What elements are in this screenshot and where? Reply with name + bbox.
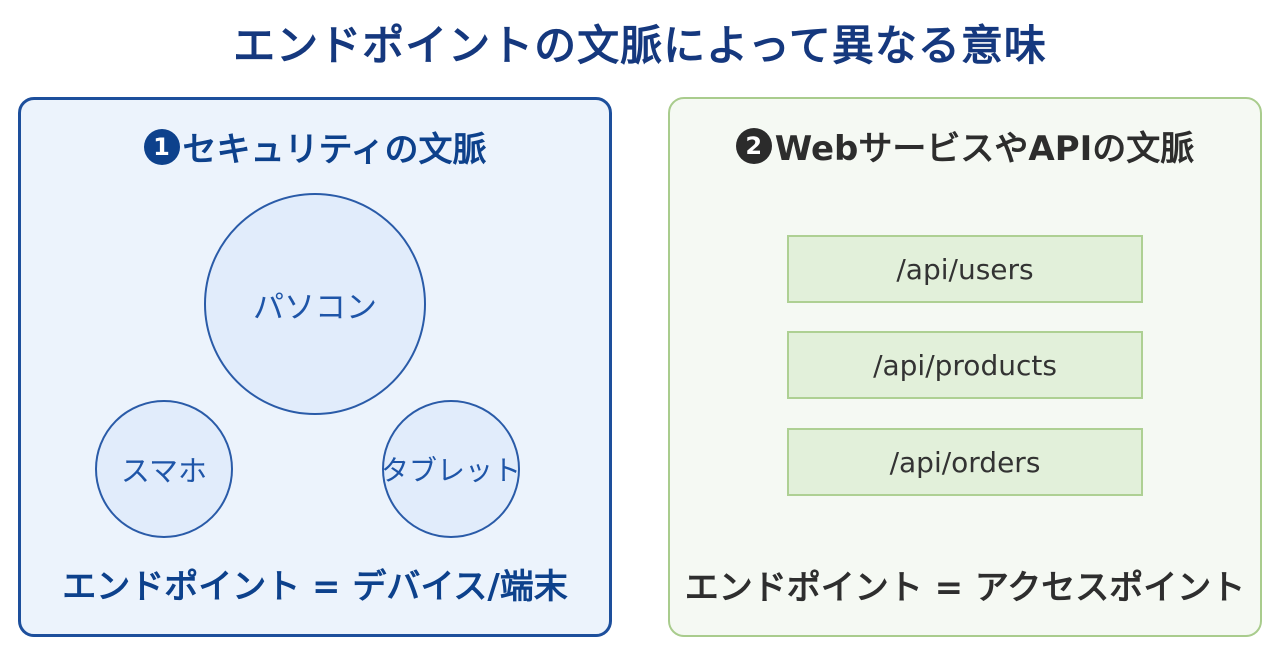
device-circle-tablet-label: タブレット [381,454,522,487]
panel-api-context: 2 WebサービスやAPIの文脈 /api/users /api/product… [668,97,1262,637]
security-panel-summary: エンドポイント = デバイス/端末 [62,567,568,607]
page-title: エンドポイントの文脈によって異なる意味 [233,21,1047,70]
device-circle-pc: パソコン [204,193,426,415]
api-endpoint-box-users: /api/users [787,235,1143,303]
security-panel-heading-label: セキュリティの文脈 [182,130,487,170]
security-panel-heading: 1 セキュリティの文脈 [21,122,609,171]
badge-number-1: 1 [143,128,180,165]
device-circle-pc-label: パソコン [253,289,377,326]
device-circle-tablet: タブレット [381,400,522,538]
api-panel-summary: エンドポイント = アクセスポイント [684,568,1246,608]
device-circle-smartphone: スマホ [95,400,233,538]
device-circle-smartphone-label: スマホ [120,454,208,488]
panel-security-context: 1 セキュリティの文脈 パソコン スマホ タブレット エンドポイント = デバイ… [18,97,612,637]
api-endpoint-box-orders: /api/orders [787,428,1143,496]
api-endpoint-box-products: /api/products [787,331,1143,399]
badge-number-2: 2 [735,127,772,164]
api-panel-heading: 2 WebサービスやAPIの文脈 [670,121,1260,170]
api-panel-heading-label: WebサービスやAPIの文脈 [774,129,1195,169]
